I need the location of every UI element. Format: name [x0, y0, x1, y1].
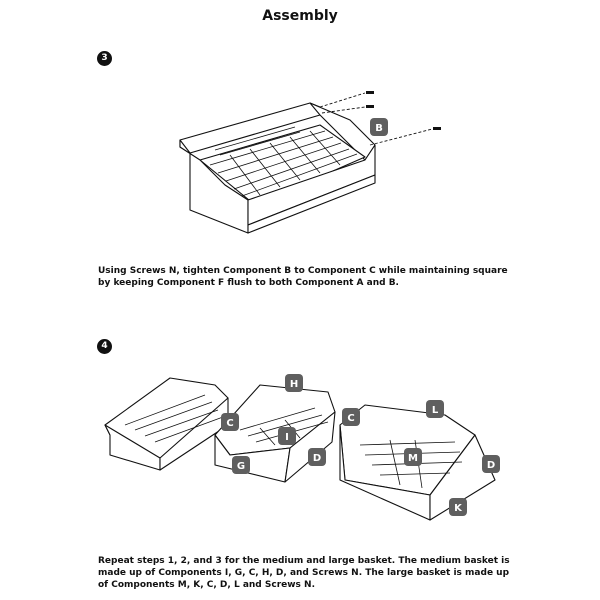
callout-d-large-label: D: [482, 455, 500, 473]
callout-l-label: L: [426, 400, 444, 418]
step-3-instruction: Using Screws N, tighten Component B to C…: [98, 266, 508, 288]
svg-text:M: M: [408, 453, 418, 464]
callout-k-label: K: [449, 498, 467, 516]
svg-text:C: C: [347, 413, 354, 424]
svg-text:H: H: [290, 379, 298, 390]
callout-b-label: B: [370, 118, 388, 136]
svg-text:I: I: [285, 432, 289, 443]
svg-text:L: L: [432, 405, 439, 416]
step-3-illustration: B: [179, 91, 441, 234]
svg-text:B: B: [375, 123, 383, 134]
step-4-instruction: Repeat steps 1, 2, and 3 for the medium …: [98, 556, 510, 590]
svg-text:D: D: [313, 453, 321, 464]
callout-c-large-label: C: [342, 408, 360, 426]
step-4-illustration: H C I G D C L M D K: [104, 374, 500, 521]
callout-c-medium-label: C: [221, 413, 239, 431]
callout-h-label: H: [285, 374, 303, 392]
svg-text:C: C: [226, 418, 233, 429]
svg-text:G: G: [237, 461, 245, 472]
step-3-badge: 3: [97, 51, 112, 66]
callout-d-medium-label: D: [308, 448, 326, 466]
svg-text:D: D: [487, 460, 495, 471]
svg-text:K: K: [454, 503, 463, 514]
callout-g-label: G: [232, 456, 250, 474]
callout-i-label: I: [278, 427, 296, 445]
step-4-badge: 4: [97, 339, 112, 354]
page-title: Assembly: [262, 8, 338, 24]
callout-m-label: M: [404, 448, 422, 466]
